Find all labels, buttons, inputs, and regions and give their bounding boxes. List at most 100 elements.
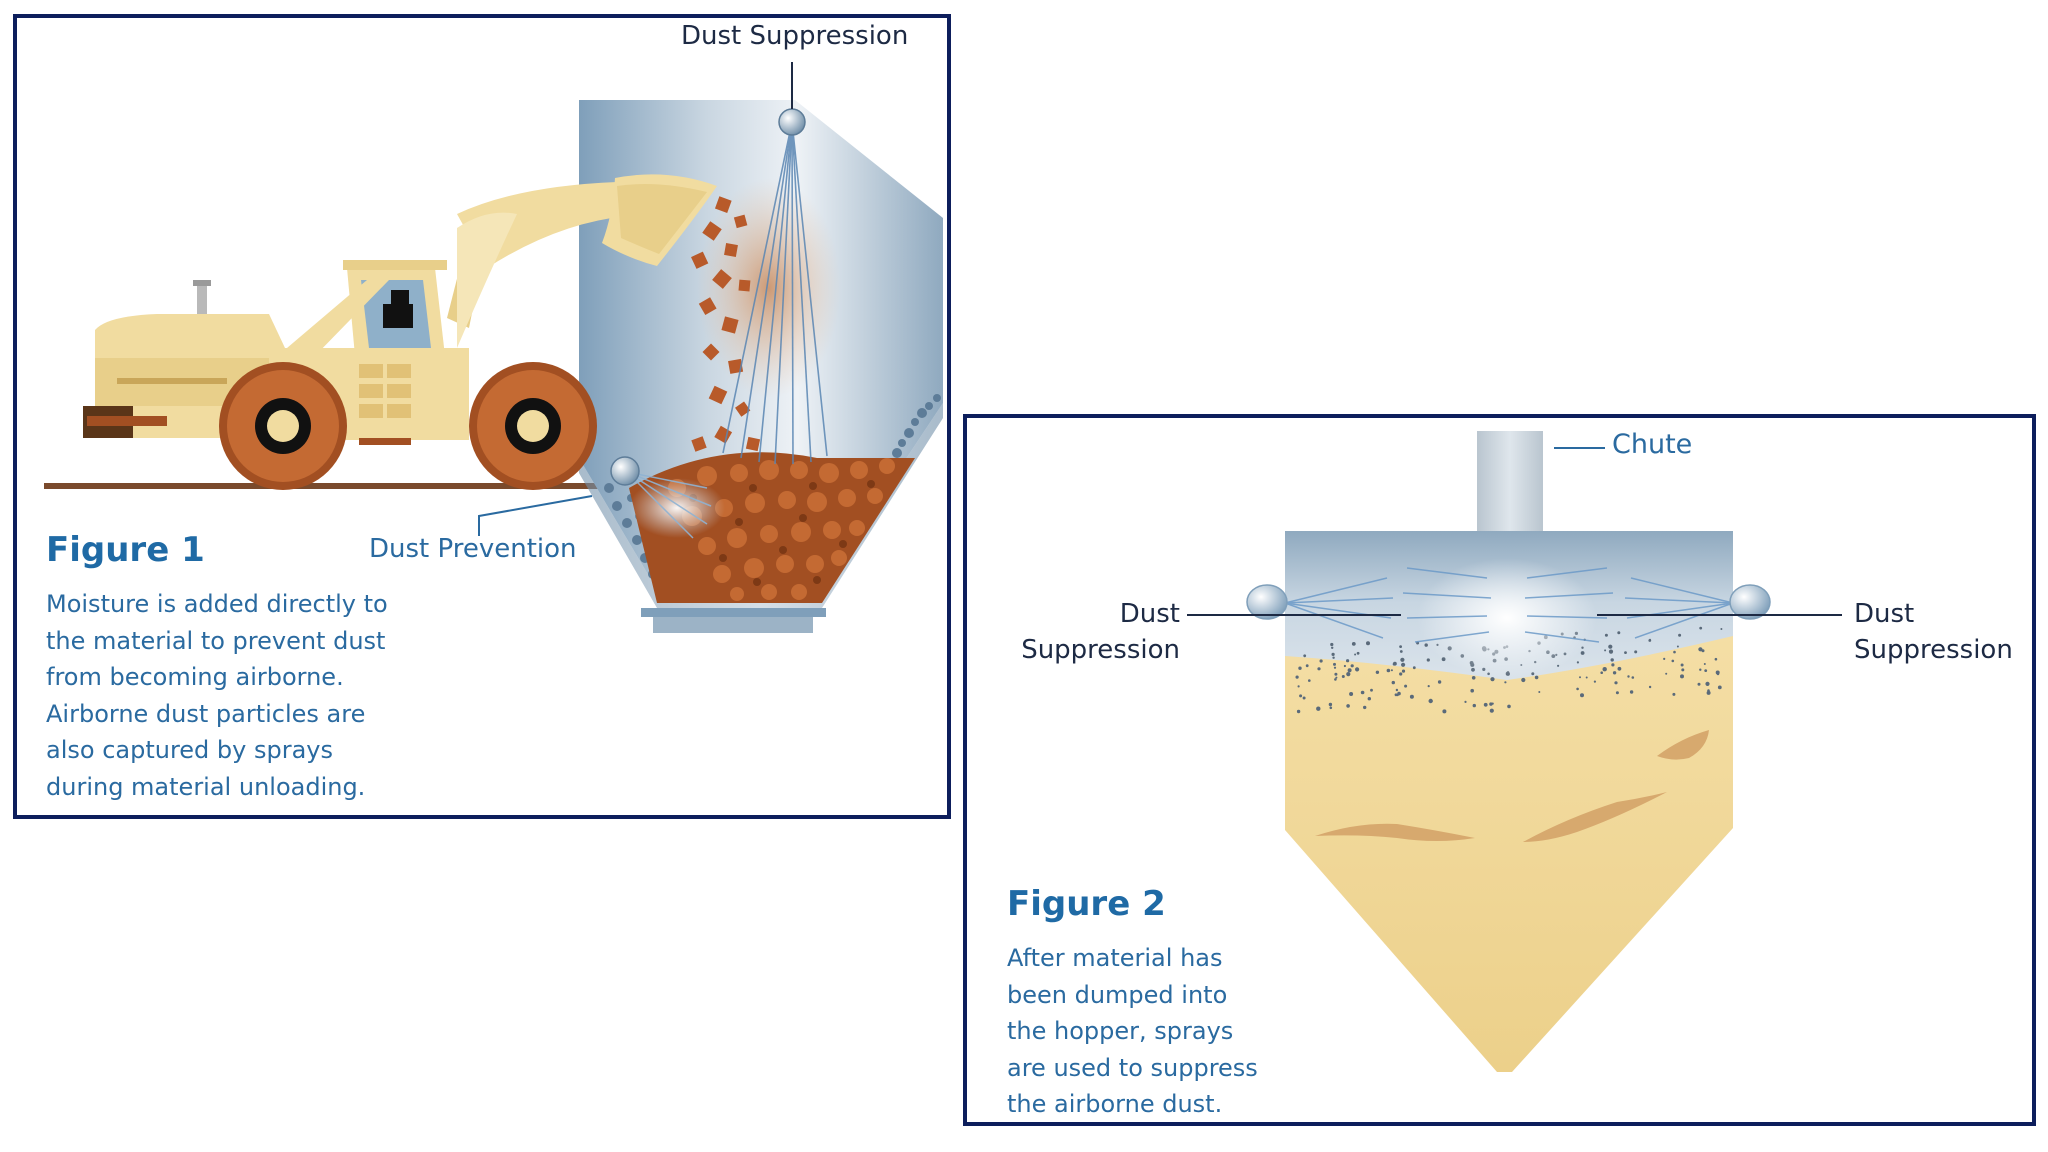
dust-particle — [1351, 642, 1356, 646]
caption-line: the hopper, sprays — [1007, 1017, 1234, 1045]
dust-particle — [1648, 639, 1652, 642]
dust-particle — [1538, 691, 1541, 693]
dust-particle — [1399, 645, 1402, 648]
dust-particle — [1303, 654, 1307, 658]
dust-particle — [1391, 680, 1395, 685]
dust-particle — [1611, 663, 1615, 667]
dust-particle — [1331, 652, 1335, 656]
dust-particle — [1412, 666, 1416, 670]
dust-particle — [1665, 672, 1668, 675]
dust-particle — [1491, 702, 1494, 705]
dust-particle — [1676, 645, 1679, 648]
dust-particle — [1346, 704, 1350, 708]
caption-line: the material to prevent dust — [46, 626, 386, 655]
caption-line: Airborne dust particles are — [46, 699, 366, 728]
dust-particle — [1615, 691, 1619, 695]
dust-particle — [1328, 702, 1333, 707]
dust-particle — [1346, 659, 1350, 663]
dust-particle — [1614, 681, 1618, 685]
dust-particle — [1699, 668, 1702, 671]
dust-particle — [1489, 708, 1494, 713]
chute — [1477, 431, 1543, 531]
spray-nozzle-icon — [778, 108, 806, 136]
caption-line: After material has — [1007, 944, 1223, 972]
front-end-loader — [83, 174, 717, 490]
dust-particle — [1472, 703, 1476, 708]
chute-label: Chute — [1612, 429, 1693, 460]
caption-line: from becoming airborne. — [46, 663, 344, 691]
dust-particle — [1392, 662, 1396, 666]
dust-particle — [1401, 662, 1406, 667]
caption-line: during material unloading. — [46, 772, 366, 801]
sand-streaks — [1315, 730, 1709, 842]
dust-particle — [1319, 659, 1323, 663]
dust-particle — [1350, 664, 1354, 668]
dust-particle — [1624, 651, 1627, 654]
dust-particle — [1464, 700, 1467, 703]
dust-particle — [1631, 676, 1635, 679]
dust-particle — [1617, 666, 1622, 671]
dust-particle — [1302, 696, 1306, 700]
dust-particle — [1585, 676, 1588, 679]
falling-rocks — [691, 196, 761, 452]
dust-particle — [1673, 650, 1676, 654]
dust-particle — [1347, 668, 1352, 673]
dust-particle — [1579, 676, 1581, 679]
dust-particle — [1341, 675, 1345, 678]
dust-particle — [1507, 704, 1511, 709]
dust-particle — [1442, 709, 1447, 714]
dust-particle — [1580, 693, 1584, 698]
dust-particle — [1717, 685, 1722, 690]
figure-2-title: Figure 2 — [1007, 884, 1166, 924]
dust-particle — [1363, 705, 1367, 710]
dust-particle — [1296, 709, 1301, 714]
dust-particle — [1317, 667, 1321, 671]
dust-particle — [1400, 657, 1405, 662]
dust-particle — [1332, 656, 1335, 659]
dust-particle — [1437, 680, 1442, 684]
dust-particle — [1483, 702, 1488, 707]
caption-line: been dumped into — [1007, 980, 1228, 1009]
dust-prevention-label: Dust Prevention — [369, 534, 577, 564]
dust-particle — [1627, 675, 1630, 678]
dust-particle — [1534, 675, 1539, 680]
dust-particle — [1297, 685, 1300, 688]
dust-particle — [1612, 671, 1617, 675]
dust-particle — [1367, 697, 1371, 701]
dust-particle — [1604, 633, 1608, 637]
sand-fill — [1285, 636, 1733, 1072]
dust-particle — [1608, 644, 1613, 649]
dust-particle — [1672, 692, 1676, 696]
dust-particle — [1671, 659, 1675, 663]
dust-particle — [1490, 677, 1495, 682]
figure-1-caption: Moisture is added directly to the materi… — [46, 586, 388, 805]
dust-particle — [1331, 646, 1334, 649]
caption-line: also captured by sprays — [46, 736, 334, 764]
figure-2-panel: Chute Dust Suppression Dust Suppression … — [963, 414, 2036, 1126]
dust-particle — [1707, 689, 1710, 692]
caption-line: are used to suppress — [1007, 1053, 1258, 1082]
dust-particle — [1699, 626, 1703, 630]
dust-particle — [1404, 684, 1408, 688]
dust-particle — [1697, 682, 1701, 686]
left-spray-nozzle-icon — [1246, 584, 1288, 620]
dust-particle — [1663, 657, 1666, 660]
loader-wheel-front — [469, 362, 597, 490]
dust-particle — [1334, 678, 1337, 681]
dust-particle — [1680, 674, 1684, 679]
dust-particle — [1470, 688, 1474, 693]
loader-wheel-rear — [219, 362, 347, 490]
spray-nozzle-icon — [610, 456, 640, 486]
dust-particle — [1349, 692, 1354, 696]
dust-prevention-leader — [478, 495, 593, 536]
dust-particle — [1375, 670, 1380, 674]
dust-particle — [1305, 664, 1309, 668]
dust-particle — [1471, 676, 1476, 680]
dust-particle — [1427, 685, 1430, 688]
dust-particle — [1390, 669, 1393, 672]
dust-particle — [1394, 693, 1398, 697]
dust-particle — [1720, 628, 1723, 630]
dust-particle — [1648, 685, 1652, 689]
figure-1-title: Figure 1 — [46, 530, 205, 570]
